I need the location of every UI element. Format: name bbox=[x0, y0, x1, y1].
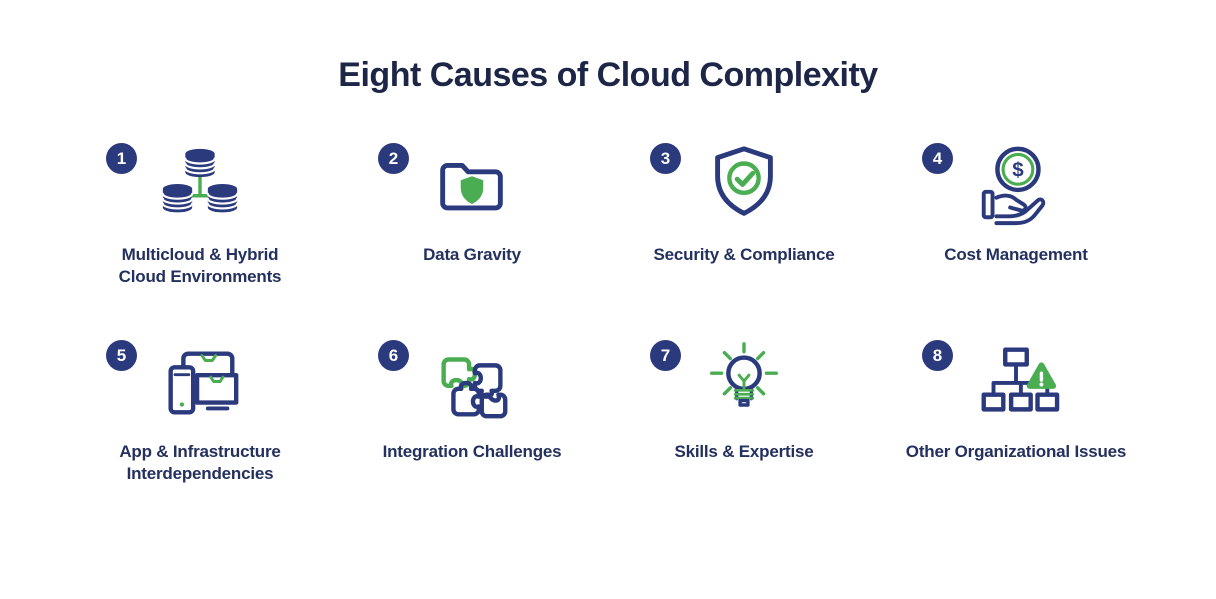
databases-icon bbox=[64, 141, 336, 233]
number-badge: 4 bbox=[922, 143, 953, 174]
cause-card-4: 4 $ Cost Management bbox=[880, 141, 1152, 288]
cause-label: Multicloud & Hybrid Cloud Environments bbox=[118, 245, 282, 287]
causes-grid: 1 Multicloud & Hybrid Cloud Environments… bbox=[64, 141, 1152, 485]
cause-label: Integration Challenges bbox=[382, 442, 562, 462]
number-badge: 5 bbox=[106, 340, 137, 372]
badge-number: 4 bbox=[932, 148, 943, 168]
cause-card-5: 5 App & Infrastructure Interdependencies bbox=[64, 338, 336, 485]
lightbulb-icon bbox=[608, 338, 880, 430]
badge-number: 1 bbox=[116, 148, 127, 168]
cause-label: Security & Compliance bbox=[653, 245, 835, 264]
number-badge: 6 bbox=[378, 340, 409, 372]
cause-card-7: 7 Skills & Expertise bbox=[608, 338, 880, 485]
puzzle-icon bbox=[336, 338, 608, 430]
badge-number: 5 bbox=[116, 345, 127, 365]
cause-card-6: 6 Integration Challenges bbox=[336, 338, 608, 485]
shield-check-icon bbox=[608, 141, 880, 233]
devices-icon bbox=[64, 338, 336, 430]
cause-label: Cost Management bbox=[944, 245, 1088, 264]
svg-text:$: $ bbox=[1012, 159, 1024, 182]
org-chart-warning-icon bbox=[880, 338, 1152, 430]
cause-label: Skills & Expertise bbox=[674, 442, 814, 462]
badge-number: 8 bbox=[932, 345, 943, 365]
badge-number: 3 bbox=[660, 148, 671, 168]
cause-card-2: 2 Data Gravity bbox=[336, 141, 608, 288]
number-badge: 1 bbox=[106, 143, 137, 174]
row-2: 5 App & Infrastructure Interdependencies bbox=[64, 338, 1152, 485]
number-badge: 7 bbox=[650, 340, 681, 372]
cause-label: Other Organizational Issues bbox=[905, 442, 1127, 462]
folder-shield-icon bbox=[336, 141, 608, 233]
cause-card-8: 8 Other Organizational Issues bbox=[880, 338, 1152, 485]
cause-card-1: 1 Multicloud & Hybrid Cloud Environments bbox=[64, 141, 336, 288]
row-1: 1 Multicloud & Hybrid Cloud Environments… bbox=[64, 141, 1152, 288]
cause-card-3: 3 Security & Compliance bbox=[608, 141, 880, 288]
number-badge: 2 bbox=[378, 143, 409, 174]
hand-coin-icon: $ bbox=[880, 141, 1152, 233]
badge-number: 7 bbox=[660, 345, 671, 365]
cause-label: App & Infrastructure Interdependencies bbox=[119, 442, 281, 484]
page-title: Eight Causes of Cloud Complexity bbox=[338, 56, 878, 94]
number-badge: 8 bbox=[922, 340, 953, 372]
cause-label: Data Gravity bbox=[423, 245, 521, 264]
number-badge: 3 bbox=[650, 143, 681, 174]
badge-number: 6 bbox=[388, 345, 399, 365]
badge-number: 2 bbox=[388, 148, 399, 168]
